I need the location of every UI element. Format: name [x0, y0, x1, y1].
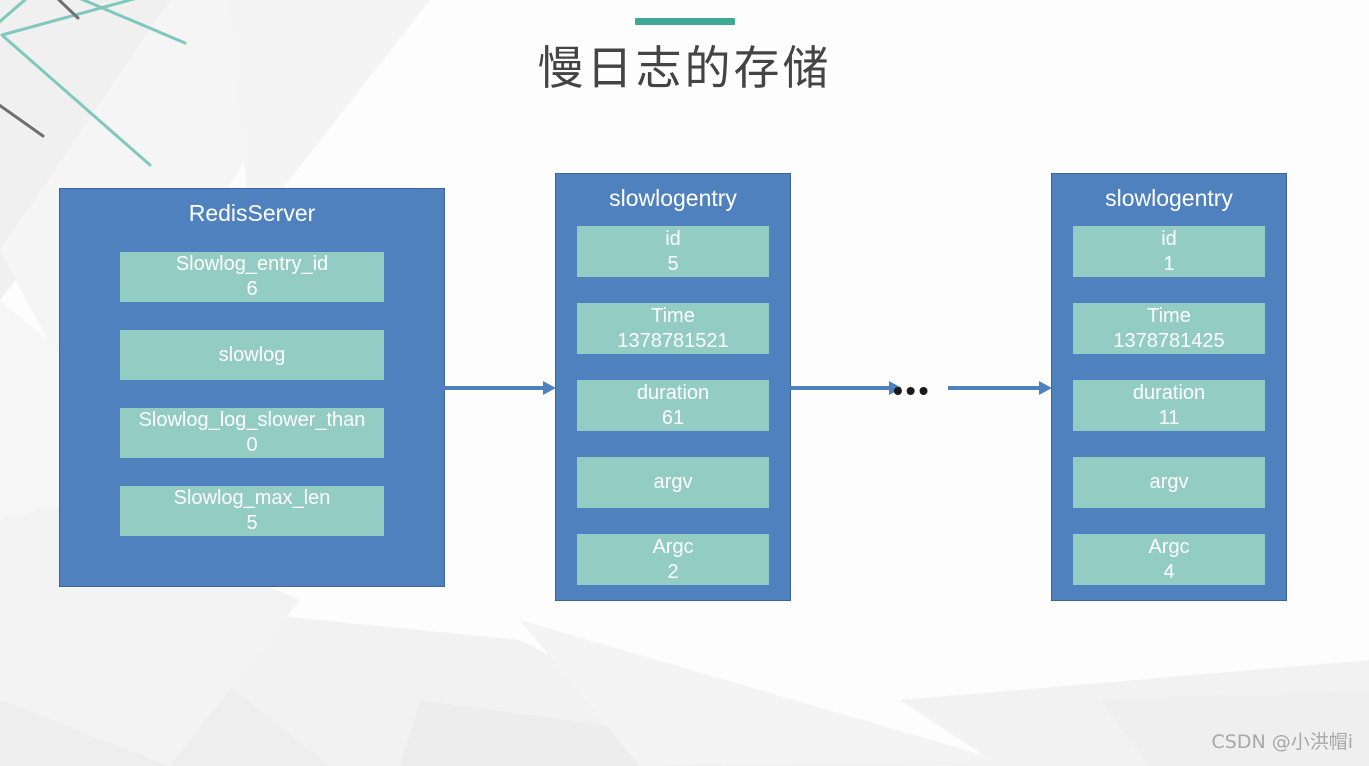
field-id[interactable]: id 1 — [1073, 226, 1265, 277]
ellipsis-indicator: ••• — [893, 375, 932, 406]
arrow-shaft — [790, 386, 890, 390]
field-name: id — [665, 227, 681, 250]
field-value: 4 — [1163, 560, 1175, 583]
field-id[interactable]: id 5 — [577, 226, 769, 277]
field-duration[interactable]: duration 11 — [1073, 380, 1265, 431]
title-accent-rule — [634, 18, 735, 25]
csdn-watermark: CSDN @小洪帽i — [1211, 731, 1354, 753]
field-value: 1378781425 — [1113, 329, 1225, 352]
field-name: Argc — [1148, 535, 1190, 558]
field-name: argv — [653, 471, 693, 493]
field-name: duration — [1132, 381, 1206, 404]
field-name: argv — [1149, 471, 1189, 493]
field-name: Time — [1147, 304, 1191, 327]
field-slowlog-entry-id[interactable]: Slowlog_entry_id 6 — [120, 252, 384, 302]
field-value: 2 — [667, 560, 679, 583]
node-title-slowlogentry-1: slowlogentry — [609, 185, 737, 211]
title-block: 慢日志的存储 — [0, 18, 1369, 97]
page-title: 慢日志的存储 — [537, 41, 832, 95]
arrow-head-icon — [1039, 381, 1052, 395]
field-value: 5 — [246, 512, 258, 534]
field-list-redisserver: Slowlog_entry_id 6 slowlog Slowlog_log_s… — [120, 252, 384, 536]
arrow-redisserver-to-entry1 — [444, 381, 556, 395]
field-name: duration — [636, 381, 710, 404]
node-redisserver[interactable]: RedisServer Slowlog_entry_id 6 slowlog S… — [59, 188, 445, 587]
node-title-redisserver: RedisServer — [188, 200, 316, 226]
field-list-slowlogentry-1: id 5 Time 1378781521 duration 61 argv Ar… — [577, 226, 769, 585]
field-name: Slowlog_entry_id — [175, 253, 329, 275]
field-value: 6 — [246, 278, 258, 300]
field-name: Argc — [652, 535, 694, 558]
field-slowlog-log-slower-than[interactable]: Slowlog_log_slower_than 0 — [120, 408, 384, 458]
field-value: 11 — [1158, 406, 1180, 429]
arrow-entry1-to-ellipsis — [790, 381, 902, 395]
node-slowlogentry-2[interactable]: slowlogentry id 1 Time 1378781425 durati… — [1051, 173, 1287, 601]
field-duration[interactable]: duration 61 — [577, 380, 769, 431]
field-argc[interactable]: Argc 2 — [577, 534, 769, 585]
field-argv[interactable]: argv — [577, 457, 769, 508]
field-name: slowlog — [218, 343, 286, 366]
field-value: 1378781521 — [617, 329, 729, 352]
field-time[interactable]: Time 1378781425 — [1073, 303, 1265, 354]
field-slowlog-max-len[interactable]: Slowlog_max_len 5 — [120, 486, 384, 536]
arrow-head-icon — [543, 381, 556, 395]
field-name: id — [1161, 227, 1177, 250]
field-name: Slowlog_max_len — [173, 487, 331, 509]
node-title-slowlogentry-2: slowlogentry — [1105, 185, 1233, 211]
field-slowlog[interactable]: slowlog — [120, 330, 384, 380]
node-slowlogentry-1[interactable]: slowlogentry id 5 Time 1378781521 durati… — [555, 173, 791, 601]
field-value: 1 — [1163, 252, 1175, 275]
field-argv[interactable]: argv — [1073, 457, 1265, 508]
arrow-ellipsis-to-entry2 — [948, 381, 1052, 395]
field-value: 61 — [661, 406, 685, 429]
arrow-shaft — [948, 386, 1040, 390]
arrow-shaft — [444, 386, 544, 390]
field-time[interactable]: Time 1378781521 — [577, 303, 769, 354]
field-argc[interactable]: Argc 4 — [1073, 534, 1265, 585]
field-name: Time — [651, 304, 695, 327]
field-value: 5 — [667, 252, 679, 275]
field-value: 0 — [246, 434, 258, 456]
field-name: Slowlog_log_slower_than — [138, 409, 366, 431]
field-list-slowlogentry-2: id 1 Time 1378781425 duration 11 argv Ar… — [1073, 226, 1265, 585]
